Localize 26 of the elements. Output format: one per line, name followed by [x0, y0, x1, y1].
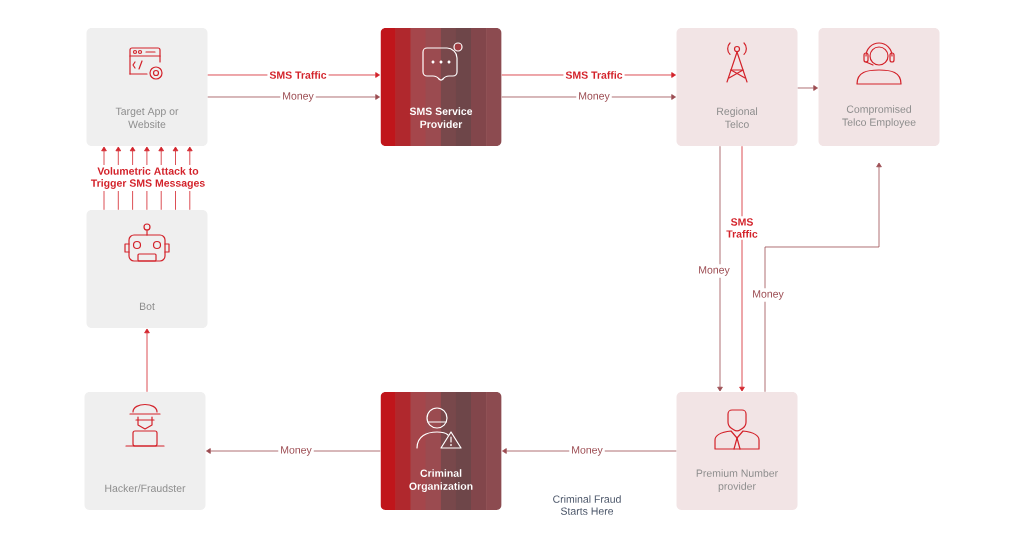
- edge-label: Money: [569, 444, 605, 458]
- note-text: Criminal Fraud Starts Here: [553, 495, 621, 515]
- node-label: SMS Service Provider: [409, 107, 473, 128]
- edge-label: Money: [278, 444, 314, 458]
- arrow: [739, 145, 745, 392]
- process-box: Hacker/Fraudster: [84, 392, 206, 510]
- process-box: Compromised Telco Employee: [818, 28, 940, 146]
- arrow: [144, 328, 150, 393]
- arrow: [764, 162, 882, 393]
- process-box: Regional Telco: [676, 28, 798, 146]
- arrow: [717, 145, 723, 392]
- process-box: Target App or Website: [86, 28, 208, 146]
- process-box: Premium Number provider: [676, 392, 798, 510]
- edge-label: Money: [750, 288, 786, 302]
- edge-label: Money: [280, 90, 316, 104]
- node-label: Criminal Organization: [409, 469, 473, 492]
- edge-label: SMS Traffic: [722, 216, 762, 240]
- edge-label: Money: [696, 264, 732, 278]
- edge-label: SMS Traffic: [267, 69, 329, 81]
- arrow: [797, 85, 818, 91]
- edge-label: SMS Traffic: [563, 69, 625, 81]
- edge-label: Volumetric Attack to Trigger SMS Messages: [81, 165, 215, 191]
- process-box: SMS Service Provider: [380, 28, 502, 146]
- edge-label: Money: [576, 90, 612, 104]
- process-box: Criminal Organization: [380, 392, 502, 510]
- process-box: Bot: [86, 210, 208, 328]
